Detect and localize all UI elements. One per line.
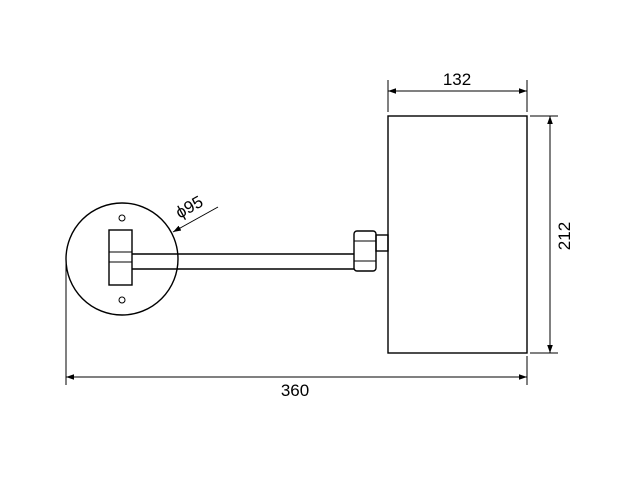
dimension-shade-height: 212 (530, 115, 574, 354)
top-screw-hole (118, 214, 126, 222)
overall-length-label: 360 (281, 381, 309, 400)
swing-arm (132, 253, 354, 270)
base-diameter-label: ϕ95 (172, 192, 206, 222)
joint-knuckle (353, 230, 377, 272)
bottom-screw-hole (118, 296, 126, 304)
shade-height-label: 212 (555, 222, 574, 250)
arm-joint (353, 230, 389, 272)
dimension-overall-length: 360 (65, 260, 528, 400)
dimension-shade-width: 132 (387, 70, 528, 112)
lamp-shade (387, 115, 528, 354)
dimension-base-diameter: ϕ95 (172, 192, 219, 233)
base-plate-circle (65, 202, 179, 316)
shade-width-label: 132 (443, 70, 471, 89)
wall-base-plate (65, 202, 179, 316)
switch-block (108, 229, 133, 286)
joint-connector (375, 234, 389, 252)
